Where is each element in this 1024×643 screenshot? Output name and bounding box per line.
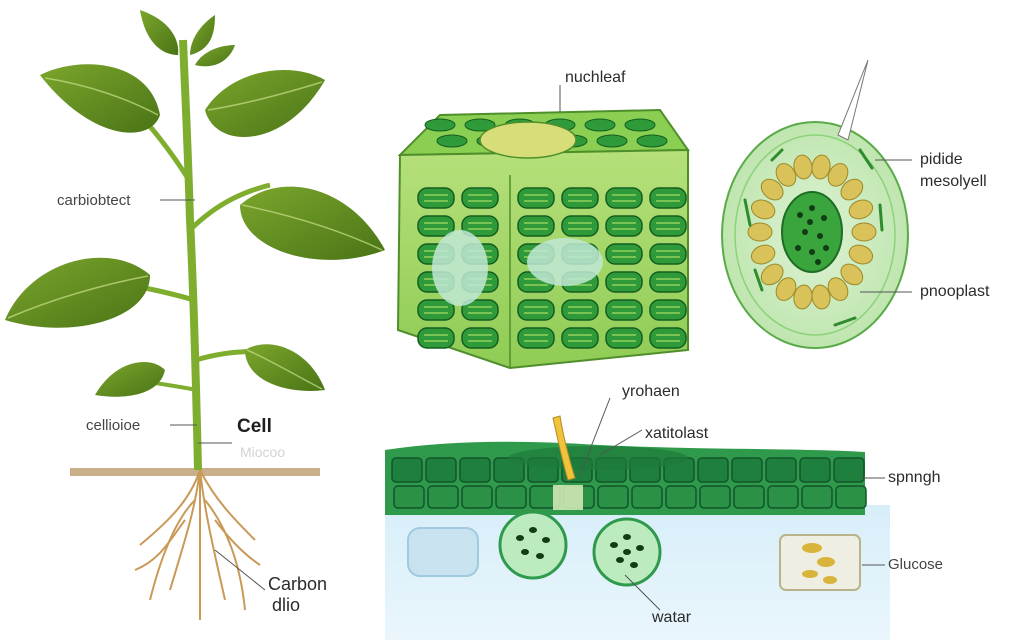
nucleus bbox=[781, 191, 843, 273]
label-oval-bottom: pnooplast bbox=[920, 283, 990, 300]
label-oval-top-2: mesolyell bbox=[920, 173, 987, 190]
leaf bbox=[195, 45, 235, 67]
soil-line bbox=[70, 468, 320, 476]
label-cross-right: spnngh bbox=[888, 469, 941, 486]
leaf bbox=[140, 10, 179, 55]
leaf-cross-section bbox=[385, 397, 890, 640]
label-cube-top: nuchleaf bbox=[565, 69, 626, 86]
label-cross-top-2: xatitolast bbox=[645, 425, 709, 442]
oval-cell bbox=[721, 59, 912, 349]
vacuole bbox=[527, 238, 603, 286]
label-cross-top-1: yrohaen bbox=[622, 383, 680, 400]
label-plant-cell: Cell bbox=[237, 416, 272, 437]
vacuole bbox=[432, 230, 488, 306]
label-plant-upper: carbiobtect bbox=[57, 192, 131, 209]
leaf bbox=[40, 64, 160, 133]
label-roots-line2: dlio bbox=[272, 595, 301, 615]
label-roots-line1: Carbon bbox=[268, 574, 328, 594]
plant bbox=[5, 10, 385, 620]
stem bbox=[179, 39, 202, 471]
roots bbox=[134, 469, 261, 620]
label-plant-stem: cellioioe bbox=[86, 417, 141, 434]
leaf bbox=[95, 362, 165, 397]
leaf bbox=[205, 70, 325, 138]
label-oval-top-1: pidide bbox=[920, 151, 963, 168]
label-water: watar bbox=[652, 609, 692, 626]
leaf bbox=[190, 15, 215, 55]
nucleus bbox=[479, 121, 577, 159]
chloroplast-cell bbox=[498, 510, 568, 580]
label-glucose: Glucose bbox=[888, 556, 944, 573]
chloroplast-ring bbox=[747, 154, 877, 310]
chloroplast-grid bbox=[417, 118, 687, 349]
label-plant-faint: Miocoo bbox=[240, 444, 286, 460]
